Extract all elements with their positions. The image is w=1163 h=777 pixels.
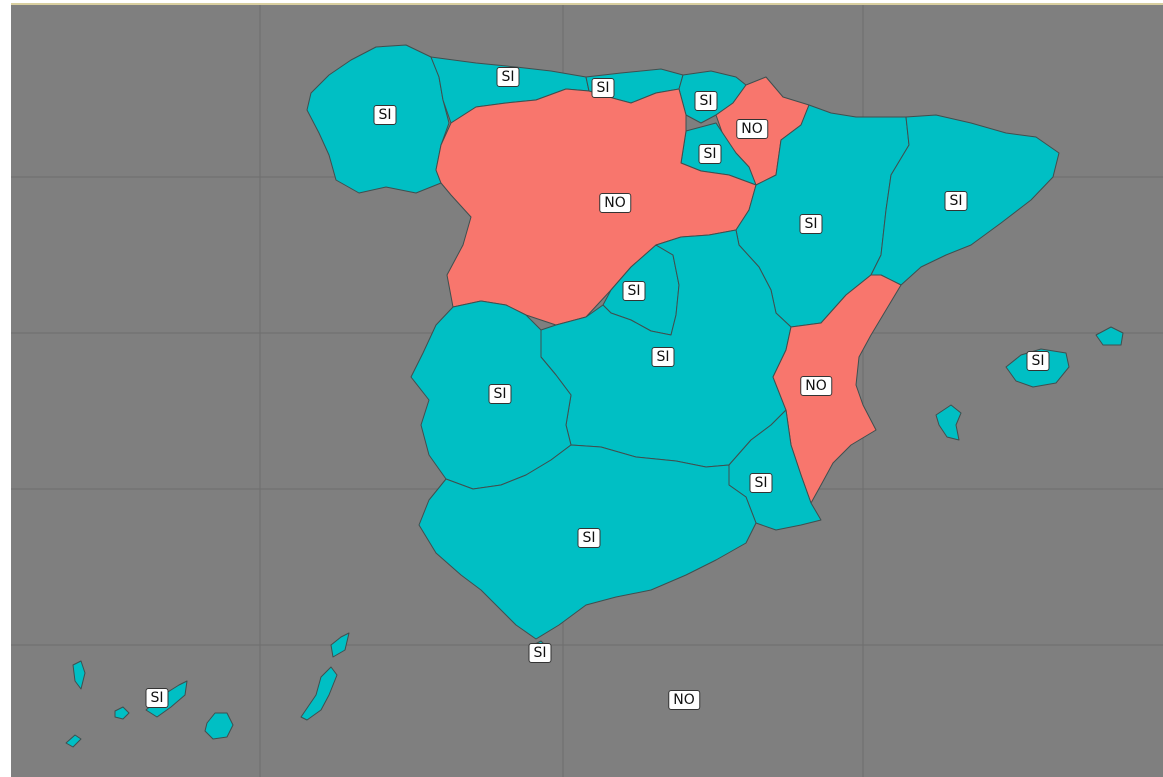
label-asturias: SI (496, 67, 520, 87)
label-cataluna: SI (944, 191, 968, 211)
map-canvas (11, 3, 1163, 777)
label-galicia: SI (373, 105, 397, 125)
region-baleares-ibiza (935, 404, 962, 441)
label-canarias: SI (145, 688, 169, 708)
label-ceuta: SI (528, 643, 552, 663)
label-aragon: SI (799, 214, 823, 234)
label-comunidad-valenciana: NO (800, 376, 832, 396)
label-navarra: NO (736, 119, 768, 139)
region-canarias-fuerteventura (300, 666, 338, 721)
label-pais-vasco: SI (694, 91, 718, 111)
region-canarias-el-hierro (65, 734, 82, 748)
label-la-rioja: SI (698, 144, 722, 164)
label-baleares: SI (1026, 351, 1050, 371)
region-canarias-la-palma (72, 660, 86, 690)
region-canarias-la-gomera (114, 706, 130, 720)
region-canarias-gran-canaria (204, 712, 234, 740)
label-cantabria: SI (591, 78, 615, 98)
label-castilla-la-mancha: SI (651, 347, 675, 367)
label-extremadura: SI (488, 384, 512, 404)
region-comunidad-valenciana (772, 274, 902, 504)
region-baleares-menorca (1095, 326, 1124, 346)
spain-map (11, 5, 1163, 777)
label-andalucia: SI (577, 528, 601, 548)
region-canarias-lanzarote (330, 632, 350, 658)
label-madrid: SI (622, 281, 646, 301)
label-castilla-y-leon: NO (599, 193, 631, 213)
label-melilla: NO (668, 690, 700, 710)
label-murcia: SI (749, 473, 773, 493)
